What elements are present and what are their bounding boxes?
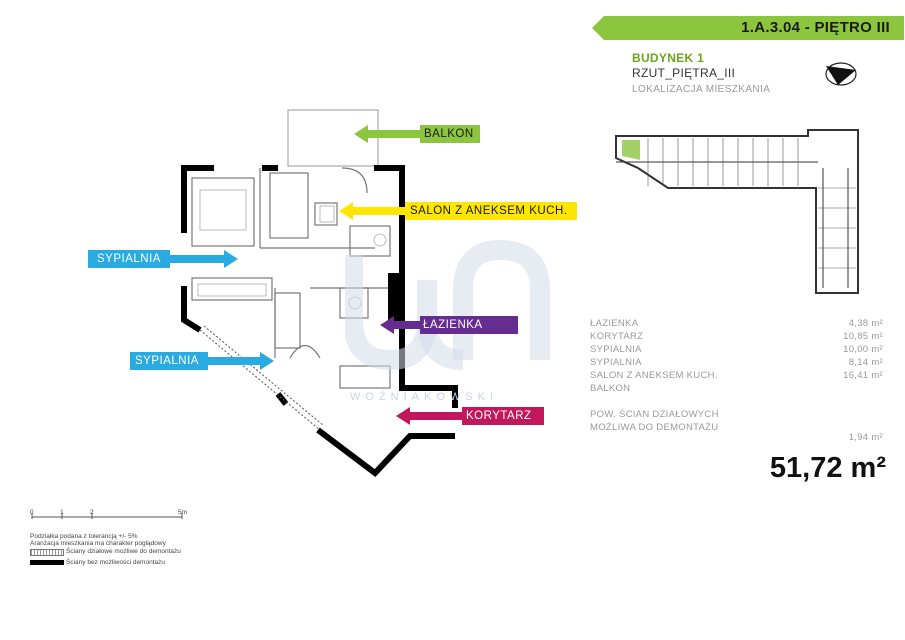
label-balkon: BALKON	[424, 128, 474, 140]
arrow-sypialnia-1	[88, 250, 238, 268]
legend-removable: Ściany działowe możliwe do demontażu	[66, 548, 181, 555]
arrow-sypialnia-2	[130, 352, 274, 370]
arrow-balkon	[354, 125, 480, 143]
walls-note-line2: MOŻLIWA DO DEMONTAŻU	[590, 422, 719, 433]
label-sypialnia-1: SYPIALNIA	[97, 253, 161, 265]
room-row: SALON Z ANEKSEM KUCH.16,41 m²	[590, 370, 883, 381]
scale-tick-2: 2	[90, 509, 94, 516]
location-label: LOKALIZACJA MIESZKANIA	[632, 84, 771, 95]
legend-fixed-swatch	[30, 560, 64, 565]
building-location-map	[615, 129, 859, 294]
scale-tick-1: 1	[60, 509, 64, 516]
unit-highlight	[622, 140, 640, 160]
compass-icon	[825, 62, 857, 86]
watermark-logo	[345, 239, 550, 370]
legend-fixed: Ściany bez możliwości demontażu	[66, 559, 165, 566]
legend-note-1: Podziałka podana z tolerancją +/- 5%	[30, 533, 138, 540]
label-salon: SALON Z ANEKSEM KUCH.	[410, 205, 568, 217]
arrow-salon	[339, 202, 577, 220]
floor-plan	[181, 109, 458, 478]
total-area: 51,72 m²	[769, 452, 886, 484]
header-banner-arrow	[592, 16, 904, 40]
legend-removable-swatch	[30, 549, 64, 556]
watermark-text: WOŹNIAKOWSKI	[350, 391, 498, 403]
floor-plan-label: RZUT_PIĘTRA_III	[632, 66, 736, 80]
label-lazienka: ŁAZIENKA	[423, 319, 483, 331]
label-sypialnia-2: SYPIALNIA	[135, 355, 199, 367]
scale-tick-0: 0	[30, 509, 34, 516]
arrow-korytarz	[396, 407, 544, 425]
scale-tick-5m: 5m	[178, 509, 188, 516]
legend-note-2: Aranżacja mieszkania ma charakter pogląd…	[30, 540, 166, 547]
building-label: BUDYNEK 1	[632, 51, 705, 65]
arrow-lazienka	[380, 316, 518, 334]
walls-note-area: 1,94 m²	[848, 432, 883, 443]
label-korytarz: KORYTARZ	[466, 410, 532, 422]
room-row: BALKON	[590, 383, 631, 394]
walls-note-line1: POW. ŚCIAN DZIAŁOWYCH	[590, 409, 719, 420]
unit-code: 1.A.3.04 - PIĘTRO III	[741, 19, 890, 36]
scale-bar	[31, 513, 183, 519]
